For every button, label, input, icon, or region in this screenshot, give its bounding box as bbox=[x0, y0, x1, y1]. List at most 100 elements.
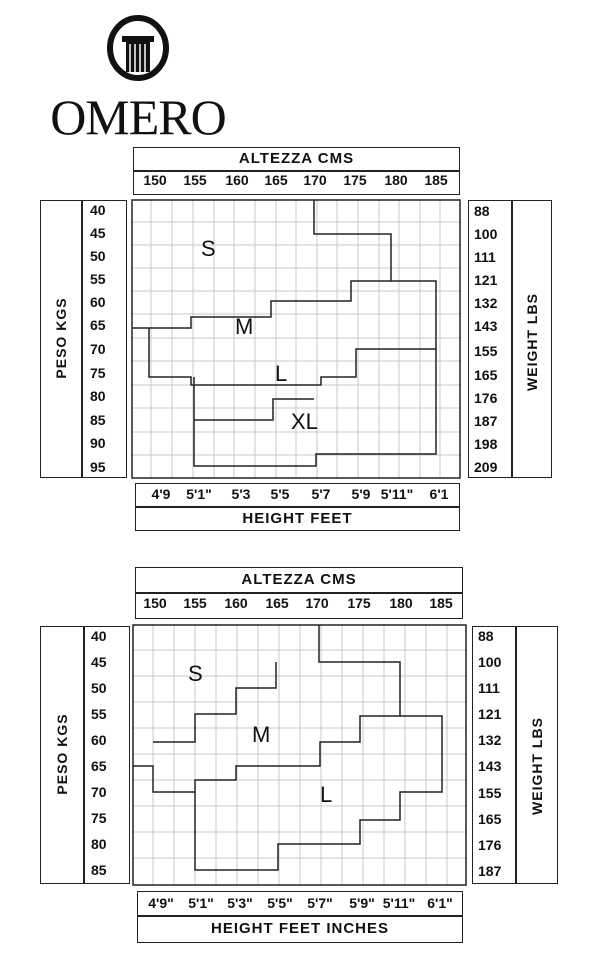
tick-label: 4'9 bbox=[151, 486, 171, 502]
tick-label: 185 bbox=[424, 172, 448, 188]
column-in-circle-icon bbox=[107, 15, 169, 81]
tick-label: 143 bbox=[478, 758, 502, 774]
tick-label: 170 bbox=[305, 595, 329, 611]
tick-label: 80 bbox=[90, 388, 106, 404]
tick-label: 95 bbox=[90, 459, 106, 475]
tick-label: 75 bbox=[90, 365, 106, 381]
tick-label: 5'5 bbox=[270, 486, 290, 502]
tick-label: 209 bbox=[474, 459, 498, 475]
tick-label: 155 bbox=[474, 343, 498, 359]
tick-label: 121 bbox=[474, 272, 498, 288]
size-s-region bbox=[133, 625, 401, 793]
tick-label: 75 bbox=[91, 810, 107, 826]
left-axis-title: PESO KGS bbox=[54, 713, 70, 795]
tick-label: 170 bbox=[303, 172, 327, 188]
size-l-region bbox=[153, 662, 277, 743]
right-ticks-box bbox=[472, 626, 516, 884]
size-m-region bbox=[194, 715, 443, 871]
tick-label: 40 bbox=[90, 202, 106, 218]
tick-label: 70 bbox=[90, 341, 106, 357]
tick-label: 5'5" bbox=[267, 895, 293, 911]
top-axis-ticks: 150 155 160 165 170 175 180 185 bbox=[135, 595, 463, 617]
size-xl-region bbox=[194, 398, 314, 421]
tick-label: 155 bbox=[183, 595, 207, 611]
tick-label: 5'1" bbox=[186, 486, 212, 502]
tick-label: 5'3 bbox=[231, 486, 251, 502]
tick-label: 185 bbox=[429, 595, 453, 611]
tick-label: 176 bbox=[478, 837, 502, 853]
tick-label: 65 bbox=[90, 317, 106, 333]
tick-label: 55 bbox=[91, 706, 107, 722]
bottom-axis-ticks: 4'9" 5'1" 5'3" 5'5" 5'7" 5'9" 5'11" 6'1" bbox=[137, 895, 463, 915]
left-axis-title: PESO KGS bbox=[53, 297, 69, 379]
size-label-m: M bbox=[252, 722, 270, 747]
tick-label: 90 bbox=[90, 435, 106, 451]
tick-label: 165 bbox=[474, 367, 498, 383]
size-m-region bbox=[148, 280, 437, 386]
size-l-region bbox=[193, 349, 437, 467]
brand-name: OMERO bbox=[50, 89, 227, 145]
left-ticks-box bbox=[84, 626, 130, 884]
size-label-s: S bbox=[188, 661, 203, 686]
tick-label: 165 bbox=[478, 811, 502, 827]
tick-label: 4'9" bbox=[148, 895, 174, 911]
omero-logo: OMERO bbox=[38, 14, 238, 145]
tick-label: 5'3" bbox=[227, 895, 253, 911]
size-label-l: L bbox=[320, 782, 332, 807]
tick-label: 150 bbox=[143, 595, 167, 611]
size-s-region bbox=[132, 200, 392, 329]
tick-label: 155 bbox=[183, 172, 207, 188]
tick-label: 198 bbox=[474, 436, 498, 452]
size-label-l: L bbox=[275, 361, 287, 386]
tick-label: 88 bbox=[474, 203, 490, 219]
tick-label: 40 bbox=[91, 628, 107, 644]
tick-label: 5'9" bbox=[349, 895, 375, 911]
right-title-box bbox=[512, 200, 552, 478]
tick-label: 65 bbox=[91, 758, 107, 774]
tick-label: 160 bbox=[224, 595, 248, 611]
tick-label: 70 bbox=[91, 784, 107, 800]
tick-label: 55 bbox=[90, 271, 106, 287]
bottom-axis-title: HEIGHT FEET bbox=[242, 510, 353, 527]
bottom-ticks-box bbox=[135, 483, 460, 507]
tick-label: 45 bbox=[90, 225, 106, 241]
tick-label: 60 bbox=[91, 732, 107, 748]
tick-label: 60 bbox=[90, 294, 106, 310]
tick-label: 132 bbox=[478, 732, 502, 748]
right-axis-title: WEIGHT LBS bbox=[524, 293, 540, 391]
bottom-ticks-box bbox=[137, 891, 463, 916]
tick-label: 85 bbox=[91, 862, 107, 878]
tick-label: 160 bbox=[225, 172, 249, 188]
tick-label: 175 bbox=[347, 595, 371, 611]
top-axis-title: ALTEZZA CMS bbox=[241, 571, 357, 588]
tick-label: 5'1" bbox=[188, 895, 214, 911]
tick-label: 85 bbox=[90, 412, 106, 428]
tick-label: 80 bbox=[91, 836, 107, 852]
tick-label: 143 bbox=[474, 318, 498, 334]
left-title-box bbox=[40, 200, 82, 478]
tick-label: 132 bbox=[474, 295, 498, 311]
tick-label: 111 bbox=[478, 680, 500, 696]
size-label-xl: XL bbox=[291, 409, 318, 434]
tick-label: 187 bbox=[478, 863, 502, 879]
tick-label: 165 bbox=[264, 172, 288, 188]
size-grid: S M L XL bbox=[131, 199, 461, 479]
right-ticks-box bbox=[468, 200, 512, 478]
tick-label: 121 bbox=[478, 706, 502, 722]
bottom-axis-title: HEIGHT FEET INCHES bbox=[210, 920, 389, 937]
bottom-title-box bbox=[135, 507, 460, 531]
tick-label: 111 bbox=[474, 249, 496, 265]
tick-label: 50 bbox=[91, 680, 107, 696]
tick-label: 100 bbox=[478, 654, 502, 670]
tick-label: 180 bbox=[384, 172, 408, 188]
bottom-title-box bbox=[137, 916, 463, 943]
tick-label: 6'1" bbox=[427, 895, 453, 911]
right-axis-title: WEIGHT LBS bbox=[529, 717, 545, 815]
tick-label: 187 bbox=[474, 413, 498, 429]
tick-label: 155 bbox=[478, 785, 502, 801]
tick-label: 165 bbox=[265, 595, 289, 611]
right-title-box bbox=[516, 626, 558, 884]
bottom-axis-ticks: 4'9 5'1" 5'3 5'5 5'7 5'9 5'11" 6'1 bbox=[135, 486, 460, 506]
tick-label: 6'1 bbox=[429, 486, 449, 502]
tick-label: 5'7" bbox=[307, 895, 333, 911]
